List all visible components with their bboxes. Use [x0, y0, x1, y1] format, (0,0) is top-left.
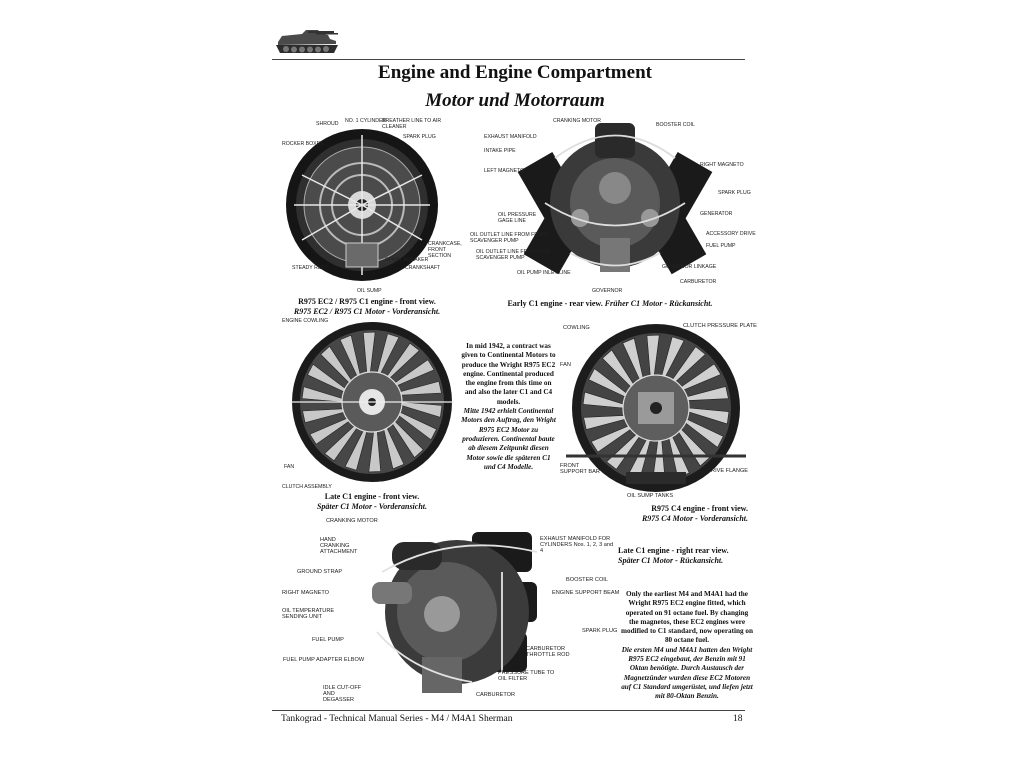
engine-rear-view-image	[517, 123, 713, 275]
fig3-label: CLUTCH ASSEMBLY	[282, 484, 332, 490]
fig5-label: CRANKING MOTOR	[326, 518, 378, 524]
fig5-label: IDLE CUT-OFF AND DEGASSER	[323, 685, 362, 703]
fig2-label: GENERATOR	[700, 211, 733, 217]
fig2-label: GOVERNOR LINKAGE	[662, 264, 717, 270]
fig2-label: INTAKE PIPE	[484, 148, 516, 154]
fig2-label: GOVERNOR	[592, 288, 623, 294]
fig1-label: SPARK PLUG	[403, 134, 436, 140]
footer-series: Tankograd - Technical Manual Series - M4…	[281, 714, 513, 724]
fig2-caption: Early C1 engine - rear view. Früher C1 M…	[507, 299, 713, 308]
fig2-label: OIL PRESSURE GAGE LINE	[498, 212, 537, 224]
fig2-label: RIGHT MAGNETO	[700, 162, 744, 168]
fig1-label: CRANKSHAFT	[405, 265, 441, 271]
page-title: Engine and Engine Compartment	[378, 62, 652, 83]
fig5-label: GROUND STRAP	[297, 569, 343, 575]
fig1-label: CRANKCASE, FRONT SECTION	[428, 241, 462, 259]
fig3-label: ENGINE COWLING	[282, 318, 329, 324]
fig2-label: ACCESSORY DRIVE	[706, 231, 756, 237]
fig1-label: OIL SUMP	[357, 288, 382, 294]
engine-front-view-image	[286, 129, 438, 281]
fig5-label: EXHAUST MANIFOLD FOR CYLINDERS Nos. 1, 2…	[540, 536, 614, 554]
fig4-caption: R975 C4 engine - front view. R975 C4 Mot…	[641, 504, 748, 523]
fig1-label: BREATHER LINE TO AIR CLEANER	[382, 118, 442, 130]
page-subtitle: Motor und Motorraum	[425, 90, 605, 111]
fig2-label: LEFT MAGNETO	[484, 168, 525, 174]
fig1-caption: R975 EC2 / R975 C1 engine - front view. …	[293, 297, 441, 316]
fig4-label: FRONT SUPPORT BAR	[560, 463, 600, 475]
tank-logo-icon	[276, 30, 338, 53]
late-c1-front-view-image	[290, 322, 454, 482]
fig2-label: BOOSTER COIL	[656, 122, 695, 128]
fig5-caption: Late C1 engine - right rear view. Später…	[618, 546, 729, 565]
text-block-history: In mid 1942, a contract was given to Con…	[461, 342, 556, 471]
fig5-label: FUEL PUMP ADAPTER ELBOW	[283, 657, 365, 663]
fig5-label: HAND CRANKING ATTACHMENT	[320, 537, 358, 555]
fig3-label: FAN	[284, 464, 295, 470]
fig1-label: ROCKER BOXES	[282, 141, 324, 147]
fig4-label: OIL SUMP TANKS	[627, 493, 674, 499]
fig3-caption: Late C1 engine - front view. Später C1 M…	[316, 492, 428, 511]
footer-rule	[272, 710, 745, 711]
fig5-label: FUEL PUMP	[312, 637, 344, 643]
fig5-label: PRESSURE TUBE TO OIL FILTER	[498, 670, 555, 682]
fig4-label: DRIVE FLANGE	[707, 468, 749, 474]
fig4-label: COWLING	[563, 325, 590, 331]
fig2-label: CRANKING MOTOR	[553, 118, 602, 124]
fig2-label: OIL OUTLET LINE FROM MAIN SCAVENGER PUMP	[476, 249, 551, 261]
header-rule	[272, 59, 745, 60]
fig2-label: SPARK PLUG	[718, 190, 751, 196]
fig2-label: FUEL PUMP	[706, 243, 736, 249]
fig2-label: EXHAUST MANIFOLD	[484, 134, 537, 140]
page-number: 18	[733, 714, 743, 724]
fig5-label: RIGHT MAGNETO	[282, 590, 330, 596]
fig2-label: CARBURETOR	[680, 279, 717, 285]
fig2-label: OIL OUTLET LINE FROM FRONT SCAVENGER PUM…	[470, 232, 549, 244]
fig4-label: CLUTCH PRESSURE PLATE	[683, 323, 757, 329]
fig1-label: STEADY REST	[292, 265, 328, 271]
right-rear-view-image	[372, 532, 538, 693]
fig4-label: FAN	[560, 362, 571, 368]
fig5-label: ENGINE SUPPORT BEAM	[552, 590, 620, 596]
fig5-label: OIL TEMPERATURE SENDING UNIT	[282, 608, 335, 620]
fig5-label: SPARK PLUG	[582, 628, 618, 634]
c4-front-view-image	[566, 324, 746, 492]
fig1-label: SPRAY BREAKER	[385, 257, 429, 263]
fig5-label: BOOSTER COIL	[566, 577, 608, 583]
text-block-fuel: Only the earliest M4 and M4A1 had the Wr…	[621, 590, 753, 701]
fig1-label: SHROUD	[316, 121, 339, 127]
fig5-label: CARBURETOR THROTTLE ROD	[526, 646, 570, 658]
fig5-label: CARBURETOR	[476, 692, 516, 698]
fig2-label: OIL PUMP INLET LINE	[517, 270, 571, 276]
fig1-label: NO. 1 CYLINDER	[345, 118, 387, 124]
